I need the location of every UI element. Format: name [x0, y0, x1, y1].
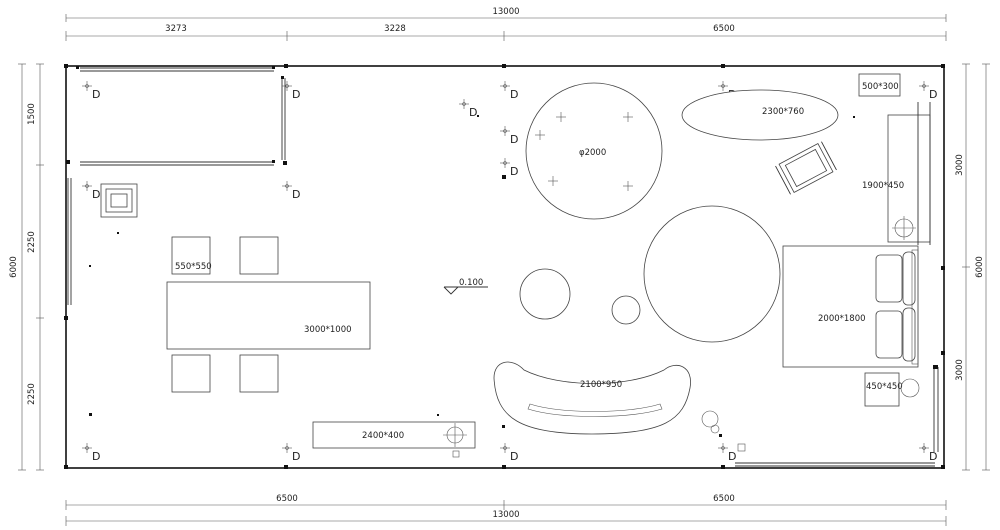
low-cabinet-label: 2400*400: [362, 431, 404, 441]
right-dimensions: 3000 3000 6000: [955, 63, 990, 471]
bottom-seg-1-dim: 6500: [276, 494, 298, 504]
downlight-11-label: D: [510, 450, 518, 463]
oval-table-group: 2300*760: [681, 89, 855, 141]
chair-label: 550*550: [175, 262, 212, 272]
downlight-8-icon: [459, 99, 469, 109]
level-marker-label: 0.100: [459, 278, 483, 288]
plant-icon: [701, 410, 719, 428]
desk-label: 3000*1000: [304, 325, 352, 335]
downlight-6-icon: [282, 443, 292, 453]
table-light-3-icon: [535, 130, 545, 140]
bottom-seg-2-dim: 6500: [713, 494, 735, 504]
downlight-12-icon: [718, 81, 728, 91]
chair-top-right: [239, 236, 279, 275]
downlight-15-icon: [919, 443, 929, 453]
top-seg-2-dim: 3228: [384, 24, 406, 34]
right-seg-1-dim: 3000: [955, 154, 965, 176]
small-cabinet-label: 500*300: [862, 82, 899, 92]
outer-walls: [64, 64, 945, 469]
left-seg-1-dim: 1500: [27, 103, 37, 125]
left-dimensions: 6000 1500 2250 2250: [9, 63, 44, 471]
downlight-9-icon: [500, 126, 510, 136]
low-cabinet: 2400*400: [89, 413, 476, 458]
downlights: D D D D D D D D D: [82, 81, 937, 463]
downlight-7-label: D: [510, 88, 518, 101]
table-light-1-icon: [556, 112, 566, 122]
pillow-bottom: [875, 310, 903, 359]
downlight-7-icon: [500, 81, 510, 91]
table-light-5-icon: [623, 181, 633, 191]
downlight-5-icon: [82, 443, 92, 453]
pedestal: [89, 183, 138, 267]
downlight-11-icon: [500, 443, 510, 453]
right-seg-2-dim: 3000: [955, 359, 965, 381]
bottom-dimensions: 6500 6500 13000: [65, 494, 947, 526]
sofa: 2100*950: [493, 361, 691, 435]
top-seg-1-dim: 3273: [165, 24, 187, 34]
left-total-dim: 6000: [9, 256, 19, 278]
stool-large: [519, 268, 571, 320]
oval-table-label: 2300*760: [762, 107, 804, 117]
top-seg-3-dim: 6500: [713, 24, 735, 34]
chair-top-left: [171, 236, 211, 275]
desk: [166, 281, 371, 350]
bed-group: 2000*1800: [782, 245, 919, 368]
pillow-top: [875, 254, 903, 303]
downlight-4-icon: [282, 181, 292, 191]
bottom-total-dim: 13000: [492, 510, 519, 520]
downlight-2-icon: [282, 81, 292, 91]
oval-table: [681, 89, 839, 141]
downlight-4-label: D: [292, 188, 300, 201]
top-dimensions: 13000 3273 3228 6500: [65, 7, 947, 41]
nightstand: 450*450: [864, 365, 939, 452]
round-table-group: φ2000: [477, 82, 663, 220]
stools: [519, 268, 641, 325]
downlight-10-icon: [500, 158, 510, 168]
stool-small: [611, 295, 641, 325]
downlight-2-label: D: [292, 88, 300, 101]
downlight-6-label: D: [292, 450, 300, 463]
left-seg-3-dim: 2250: [27, 383, 37, 405]
right-total-dim: 6000: [975, 256, 985, 278]
downlight-3-label: D: [92, 188, 100, 201]
top-total-dim: 13000: [492, 7, 519, 17]
desk-group: 550*550 3000*1000: [166, 236, 371, 393]
downlight-13-icon: [919, 81, 929, 91]
downlight-14-label: D: [728, 450, 736, 463]
level-marker: 0.100: [443, 278, 488, 295]
downlight-9-label: D: [510, 133, 518, 146]
partition-frame: [66, 66, 287, 305]
chair-bottom-right: [239, 354, 279, 393]
downlight-3-icon: [82, 181, 92, 191]
sideboard-label: 1900*450: [862, 181, 904, 191]
chair-bottom-left: [171, 354, 211, 393]
downlight-8-label: D: [469, 106, 477, 119]
round-rug: [643, 205, 781, 343]
downlight-1-label: D: [92, 88, 100, 101]
downlight-5-label: D: [92, 450, 100, 463]
sideboard: 1900*450: [862, 102, 931, 245]
downlight-10-label: D: [510, 165, 518, 178]
table-light-4-icon: [548, 176, 558, 186]
sofa-label: 2100*950: [580, 380, 622, 390]
left-seg-2-dim: 2250: [27, 231, 37, 253]
downlight-13-label: D: [929, 88, 937, 101]
small-cabinet: 500*300: [858, 73, 901, 97]
table-light-2-icon: [623, 112, 633, 122]
nightstand-label: 450*450: [866, 382, 903, 392]
downlight-15-label: D: [929, 450, 937, 463]
bottom-right-details: [502, 410, 935, 467]
downlight-14-icon: [718, 443, 728, 453]
downlight-1-icon: [82, 81, 92, 91]
round-table-label: φ2000: [579, 148, 606, 158]
bed-label: 2000*1800: [818, 314, 866, 324]
lounge-chair: [775, 141, 837, 195]
